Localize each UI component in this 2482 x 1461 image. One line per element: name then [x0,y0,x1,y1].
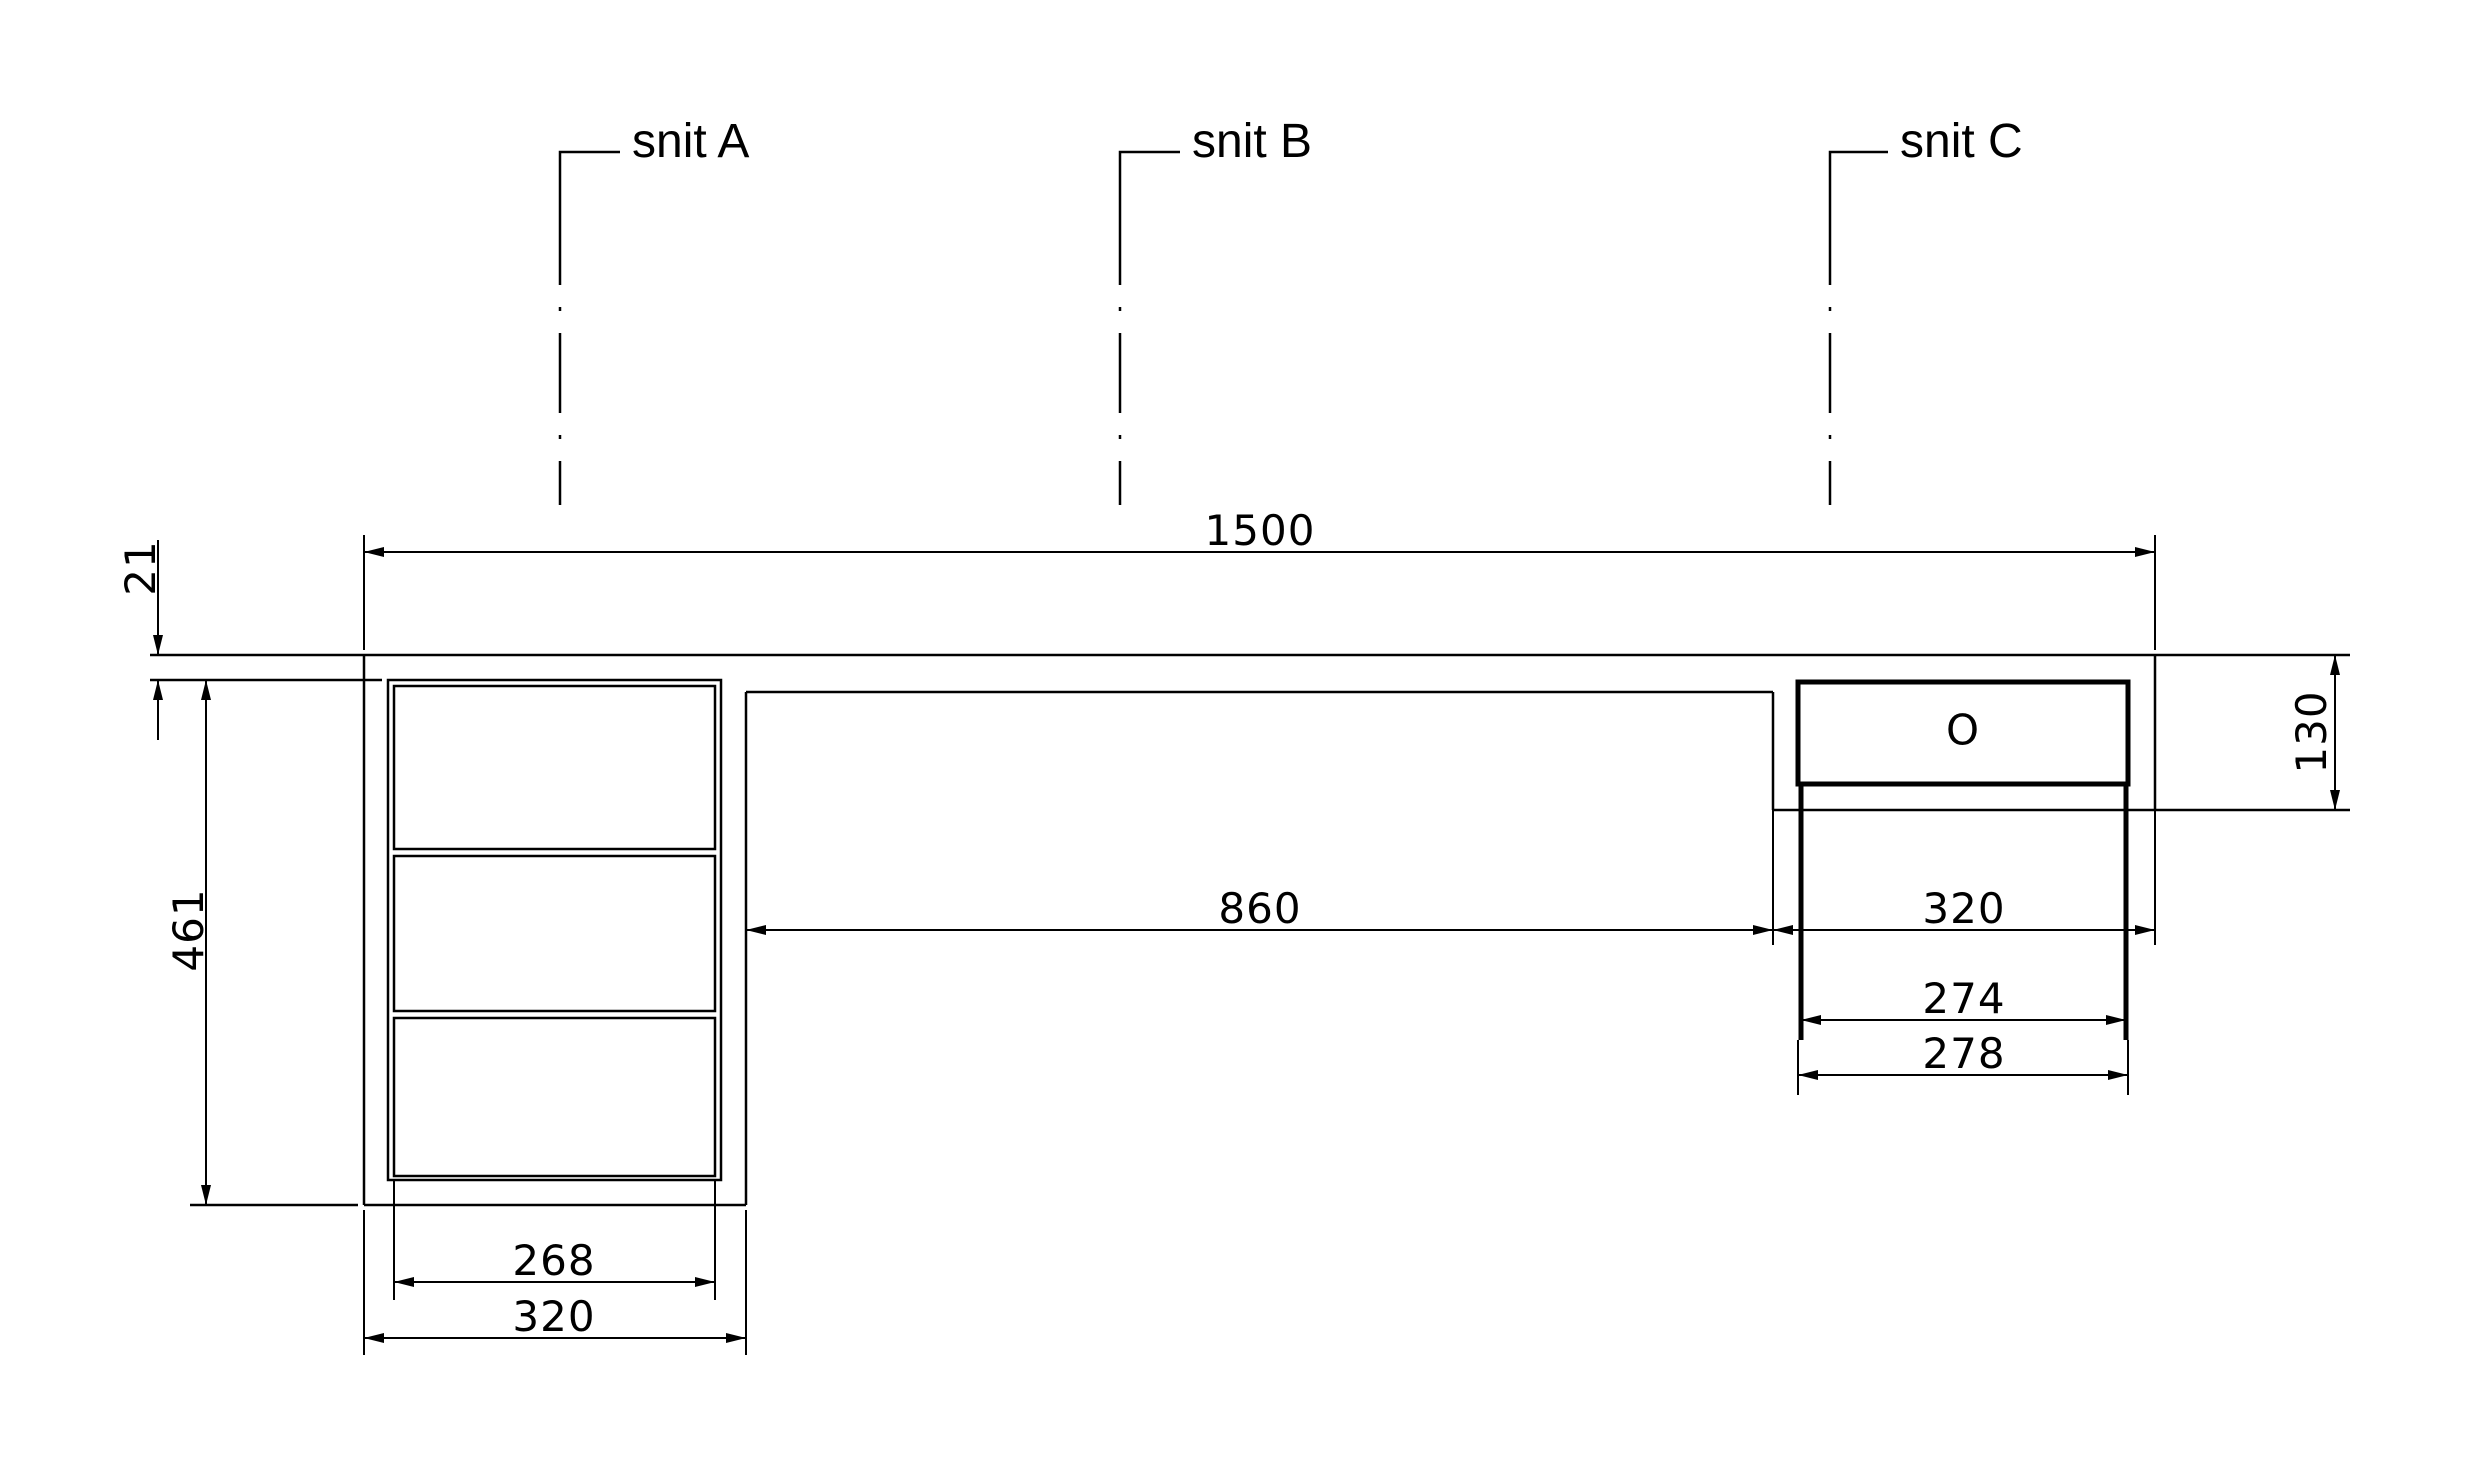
svg-text:130: 130 [2287,690,2336,773]
section-line-b: snit B [1118,115,1312,505]
svg-text:320: 320 [512,1292,595,1341]
dim-right-depth: 320 [1773,884,2155,935]
dim-right-drawer-outer: 274 [1801,974,2126,1025]
svg-text:461: 461 [164,888,213,971]
svg-text:21: 21 [116,540,165,595]
dim-total-width: 1500 [364,506,2155,557]
left-cabinet [386,678,723,1182]
svg-text:268: 268 [512,1236,595,1285]
section-line-a: snit A [558,115,749,505]
section-label-b: snit B [1192,115,1312,168]
dim-middle-width: 860 [746,884,1773,935]
dim-left-drawer-width: 268 [394,1236,715,1287]
dim-right-height: 130 [2287,655,2340,810]
section-line-c: snit C [1828,115,2023,505]
svg-text:278: 278 [1922,1029,2005,1078]
drawer-1 [392,684,717,851]
svg-text:1500: 1500 [1205,506,1316,555]
extension-lines [363,535,2350,1355]
dim-height: 461 [164,680,213,1205]
desk-outline [150,653,2350,1207]
drawer-3 [392,1016,717,1178]
drawer-2 [392,854,717,1013]
svg-text:274: 274 [1922,974,2005,1023]
right-drawer: O [1795,679,2131,1040]
section-label-c: snit C [1900,115,2023,168]
drawer-knob-icon: O [1946,706,1980,755]
section-label-a: snit A [632,115,749,168]
dim-top-thickness: 21 [116,540,165,740]
svg-text:860: 860 [1218,884,1301,933]
dim-left-width: 320 [364,1292,746,1343]
svg-text:320: 320 [1922,884,2005,933]
dim-right-drawer-width: 278 [1798,1029,2128,1080]
